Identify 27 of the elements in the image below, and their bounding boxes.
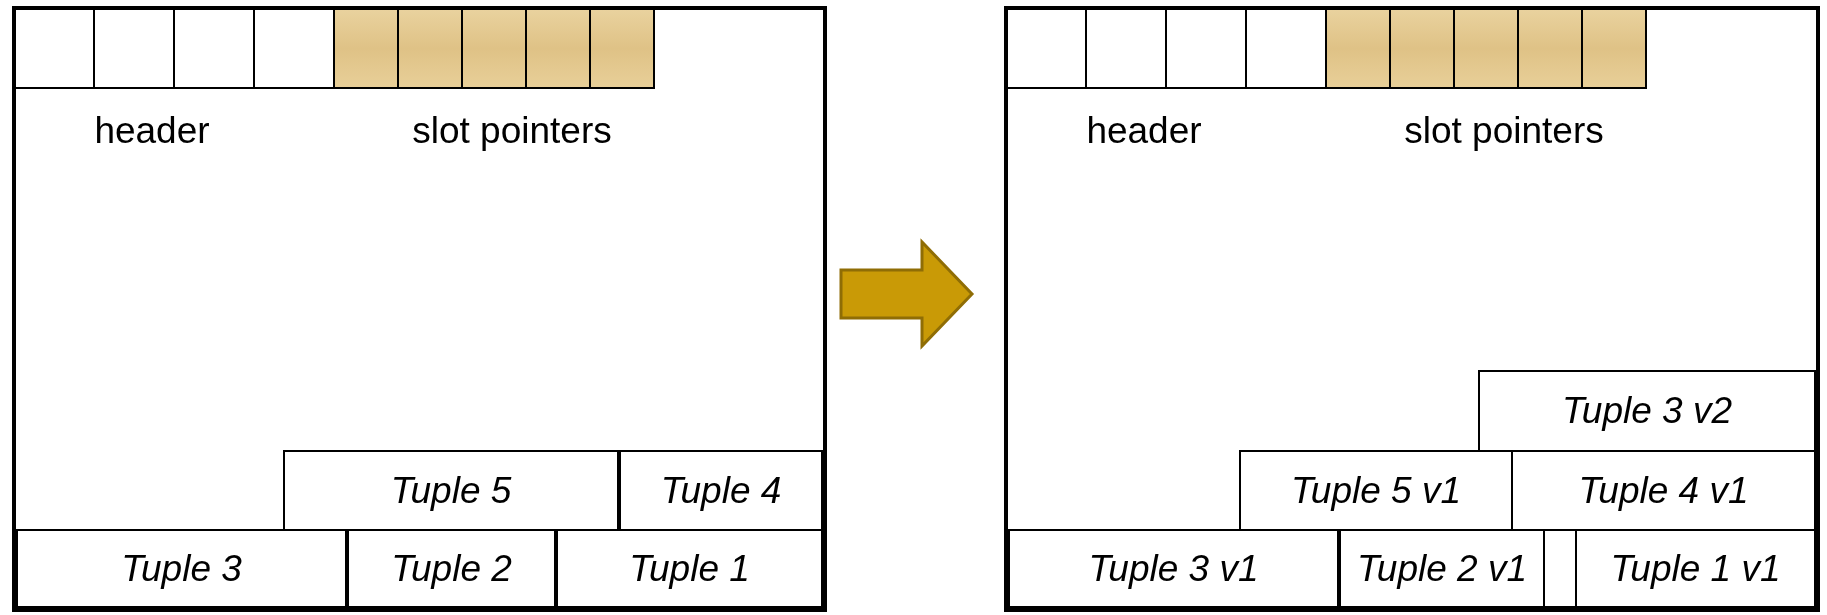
tuple-label: Tuple 4 v1 — [1577, 470, 1750, 511]
tuple-box — [1478, 370, 1816, 452]
tuple-box — [283, 450, 619, 531]
tuple-label: Tuple 4 — [659, 470, 783, 511]
tuple-box — [16, 529, 347, 608]
tuple-box — [1575, 529, 1816, 608]
tuple-label: Tuple 1 v1 — [1609, 548, 1782, 589]
tuple-label: Tuple 2 v1 — [1356, 548, 1528, 589]
header-label: header — [1086, 110, 1202, 152]
tuple-box — [556, 529, 823, 608]
tuple-label: Tuple 3 — [120, 548, 243, 589]
tuple-label: Tuple 3 v2 — [1561, 390, 1733, 432]
page-frame — [1004, 6, 1820, 612]
tuple-box — [619, 450, 823, 531]
slot-pointers-label: slot pointers — [1404, 110, 1604, 152]
tuple-label: Tuple 1 — [628, 548, 751, 589]
page-frame — [12, 6, 827, 612]
tuple-box — [1339, 529, 1545, 608]
tuple-label: Tuple 3 v1 — [1087, 548, 1260, 589]
tuple-box — [1008, 529, 1339, 608]
tuple-label: Tuple 5 — [389, 470, 513, 511]
block-arrow — [839, 238, 975, 350]
tuple-label: Tuple 5 v1 — [1290, 470, 1462, 511]
tuple-label: Tuple 2 — [390, 548, 513, 589]
header-label: header — [94, 110, 210, 152]
tuple-box — [347, 529, 556, 608]
slot-pointers-label: slot pointers — [412, 110, 612, 152]
